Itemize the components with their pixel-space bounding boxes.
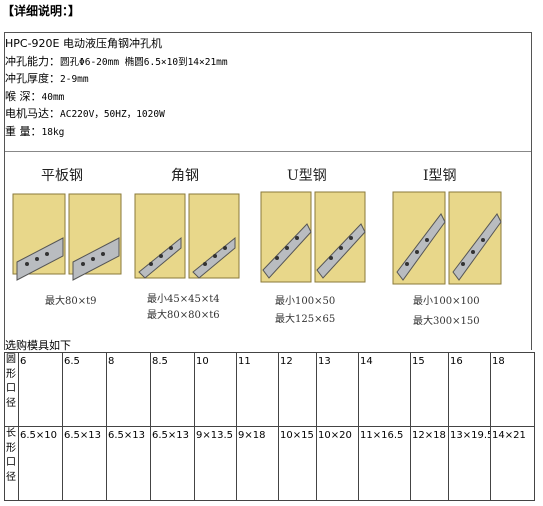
spec-value: AC220V，50HZ，1020W [60, 109, 165, 120]
table-cell: 14×21 [490, 426, 535, 501]
spec-throat: 喉 深：40mm [5, 88, 228, 106]
oval-header: 长形口径 [4, 426, 19, 501]
table-cell: 16 [448, 352, 491, 427]
i-beam-icon [392, 191, 502, 285]
table-cell: 9×13.5 [194, 426, 237, 501]
spec-label: 冲孔能力： [5, 54, 60, 68]
flat-bar-icon [12, 193, 122, 281]
flat-caption-max: 最大80×t9 [45, 294, 96, 307]
spec-value: 18kg [41, 126, 65, 138]
table-cell: 6.5 [62, 352, 107, 427]
group-title-angle: 角钢 [171, 168, 199, 184]
spec-thickness: 冲孔厚度：2-9mm [5, 70, 228, 88]
i-caption-min: 最小100×100 [413, 295, 480, 307]
table-cell: 14 [358, 352, 411, 427]
spec-value: 圆孔Φ6-20mm 椭圆6.5×10到14×21mm [60, 56, 228, 68]
table-cell: 13×19.5 [448, 426, 491, 501]
u-caption-min: 最小100×50 [275, 295, 335, 307]
table-cell: 6.5×10 [18, 426, 63, 501]
spec-list: HPC-920E 电动液压角钢冲孔机 冲孔能力：圆孔Φ6-20mm 椭圆6.5×… [5, 35, 228, 140]
table-cell: 9×18 [236, 426, 279, 501]
spec-motor: 电机马达：AC220V，50HZ，1020W [5, 105, 228, 123]
u-caption-max: 最大125×65 [275, 312, 335, 325]
table-cell: 12 [278, 352, 317, 427]
table-row-round: 圆形口径 6 6.5 8 8.5 10 11 12 13 14 15 16 18 [4, 352, 535, 427]
spec-label: 喉 深： [5, 89, 42, 103]
options-label: 选购模具如下 [5, 339, 71, 352]
die-options-table: 圆形口径 6 6.5 8 8.5 10 11 12 13 14 15 16 18… [4, 352, 535, 501]
spec-label: 冲孔厚度： [5, 72, 60, 85]
spec-label: 重 量： [5, 124, 42, 138]
round-header: 圆形口径 [4, 352, 19, 427]
spec-label: HPC-920E [5, 37, 60, 50]
i-caption-max: 最大300×150 [413, 314, 480, 327]
angle-steel-icon [134, 193, 240, 279]
table-cell: 15 [410, 352, 449, 427]
table-row-oval: 长形口径 6.5×10 6.5×13 6.5×13 6.5×13 9×13.5 … [4, 426, 535, 501]
group-title-u: U型钢 [287, 168, 327, 184]
angle-caption-max: 最大80×80×t6 [147, 308, 220, 321]
spec-label: 电机马达： [5, 107, 60, 120]
table-cell: 10×15 [278, 426, 317, 501]
spec-panel: HPC-920E 电动液压角钢冲孔机 冲孔能力：圆孔Φ6-20mm 椭圆6.5×… [4, 32, 532, 350]
table-cell: 12×18 [410, 426, 449, 501]
spec-value: 40mm [41, 91, 65, 103]
spec-model: HPC-920E 电动液压角钢冲孔机 [5, 35, 228, 53]
table-cell: 6.5×13 [62, 426, 107, 501]
table-cell: 11 [236, 352, 279, 427]
spec-value: 2-9mm [60, 74, 89, 85]
spec-capacity: 冲孔能力：圆孔Φ6-20mm 椭圆6.5×10到14×21mm [5, 53, 228, 71]
table-cell: 6 [18, 352, 63, 427]
table-cell: 6.5×13 [106, 426, 151, 501]
table-cell: 10 [194, 352, 237, 427]
table-cell: 10×20 [316, 426, 359, 501]
punch-capacity-illustration: 平板钢 角钢 U型钢 I型钢 最大80×t9 [5, 151, 531, 350]
section-heading: 【详细说明：】 [2, 4, 81, 18]
table-cell: 8 [106, 352, 151, 427]
illustration-svg: 平板钢 角钢 U型钢 I型钢 最大80×t9 [12, 168, 502, 327]
spec-weight: 重 量：18kg [5, 123, 228, 141]
table-cell: 8.5 [150, 352, 195, 427]
table-cell: 11×16.5 [358, 426, 411, 501]
angle-caption-min: 最小45×45×t4 [147, 293, 220, 305]
table-cell: 13 [316, 352, 359, 427]
spec-value: 电动液压角钢冲孔机 [63, 37, 163, 50]
group-title-i: I型钢 [423, 168, 457, 184]
table-cell: 18 [490, 352, 535, 427]
group-title-flat: 平板钢 [41, 168, 83, 184]
table-cell: 6.5×13 [150, 426, 195, 501]
u-channel-icon [260, 191, 366, 283]
